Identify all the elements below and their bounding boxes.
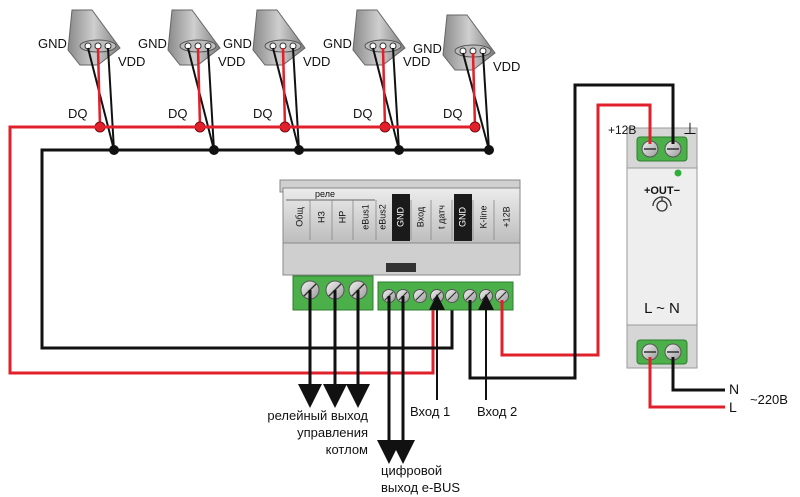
sensor-gnd-label: GND: [413, 41, 442, 56]
ebus-output-label-2: выход e-BUS: [381, 480, 460, 495]
psu-top-screw-plus: [641, 140, 659, 158]
terminal-label: Общ: [294, 207, 304, 227]
sensor-gnd-label: GND: [323, 36, 352, 51]
sensor-vdd-lead: [482, 52, 490, 151]
controller-module: реле Общ НЗ НР eBus1 eBus2 GND Вход t датч GND K-…: [279, 179, 521, 311]
sensor-dq-label: DQ: [168, 106, 188, 121]
sensor-dq-label: DQ: [68, 106, 88, 121]
sensor-vdd-lead: [292, 47, 300, 151]
sensor-vdd-lead: [207, 47, 215, 151]
sensor-dq-label: DQ: [253, 106, 273, 121]
output-labels: релейный выход управления котлом Вход 1 …: [267, 404, 517, 495]
sensor-dq-lead: [281, 47, 287, 128]
plus12-wire-to-module: [500, 300, 600, 357]
sensor-gnd-label: GND: [38, 36, 67, 51]
ground-symbol-icon: ⊥: [683, 121, 697, 138]
terminal-label: +12В: [501, 206, 511, 227]
relay-output-label-2: управления: [297, 425, 368, 440]
terminal-label: K-line: [478, 205, 488, 228]
sensor-gnd-lead: [372, 47, 400, 151]
bus-wires: [8, 125, 493, 375]
sensor-gnd-lead: [187, 47, 215, 151]
sensor-probe-body: [352, 9, 406, 66]
mains-l-label: L: [729, 399, 737, 415]
sensor-probe-body: [442, 14, 496, 71]
controller-led-slot: [386, 263, 416, 272]
sensor-dq-lead: [381, 47, 387, 128]
plus12-wire: [596, 103, 652, 342]
sensor-dq-label: DQ: [443, 106, 463, 121]
psu-bottom-screw-n: [664, 343, 682, 361]
sensor-gnd-lead: [462, 52, 490, 151]
sensor-gnd-lead: [272, 47, 300, 151]
psu-plus12-label: +12В: [608, 123, 636, 137]
relay-group-label: реле: [315, 189, 335, 199]
ground-wire: [468, 83, 675, 380]
sensor-vdd-lead: [107, 47, 115, 151]
psu-wiring: N L ~220В: [468, 83, 788, 415]
terminal-label: НЗ: [316, 211, 326, 223]
sensor-vdd-label: VDD: [303, 54, 330, 69]
relay-output-label-3: котлом: [326, 442, 368, 457]
psu-ac-label: L ~ N: [644, 300, 680, 317]
mains-l-wire: [648, 357, 725, 409]
sensor-dq-lead: [96, 47, 102, 128]
power-supply: +OUT− L ~ N +12В ⊥: [608, 121, 698, 369]
ebus-output-label-1: цифровой: [381, 463, 442, 478]
mains-n-wire: [671, 357, 725, 392]
psu-status-led: [674, 169, 682, 177]
temperature-sensor-2: GND VDD DQ: [138, 9, 245, 155]
sensor-gnd-label: GND: [138, 36, 167, 51]
terminal-label: eBus2: [377, 204, 387, 230]
sensor-vdd-label: VDD: [403, 54, 430, 69]
sensor-probe-body: [252, 9, 306, 66]
temperature-sensor-3: GND VDD DQ: [223, 9, 330, 155]
terminal-label: eBus1: [360, 204, 370, 230]
sensor-vdd-label: VDD: [118, 54, 145, 69]
temperature-sensor-5: GND VDD DQ: [413, 14, 520, 155]
output-arrows: [298, 290, 494, 464]
sensor-dq-label: DQ: [353, 106, 373, 121]
gnd-terminal-highlight: [392, 194, 410, 241]
mains-n-label: N: [729, 381, 739, 397]
temperature-sensor-1: GND VDD DQ: [38, 9, 145, 155]
mains-voltage-label: ~220В: [750, 392, 788, 407]
gnd-terminal-highlight: [454, 194, 472, 241]
adjust-knob-icon: [652, 196, 672, 212]
sensor-probe-body: [167, 9, 221, 66]
sensor-probe-body: [67, 9, 121, 66]
input1-label: Вход 1: [410, 404, 450, 419]
terminal-label: Вход: [415, 206, 425, 227]
sensor-dq-lead: [471, 52, 477, 128]
temperature-sensor-4: GND VDD DQ: [323, 9, 430, 155]
terminal-label: GND: [395, 207, 405, 228]
sensor-dq-lead: [196, 47, 202, 128]
input2-label: Вход 2: [477, 404, 517, 419]
gnd-bus-wire: [40, 148, 493, 350]
terminal-label: t датч: [436, 205, 446, 229]
sensor-vdd-label: VDD: [493, 59, 520, 74]
terminal-label: НР: [337, 211, 347, 224]
relay-output-label-1: релейный выход: [267, 408, 368, 423]
terminal-label: GND: [457, 207, 467, 228]
psu-out-label: +OUT−: [644, 185, 680, 197]
sensor-gnd-label: GND: [223, 36, 252, 51]
sensor-vdd-lead: [392, 47, 400, 151]
sensor-gnd-lead: [87, 47, 115, 151]
terminal-labels: Общ НЗ НР eBus1 eBus2 GND Вход t датч GND K-line +…: [294, 194, 511, 241]
sensor-vdd-label: VDD: [218, 54, 245, 69]
